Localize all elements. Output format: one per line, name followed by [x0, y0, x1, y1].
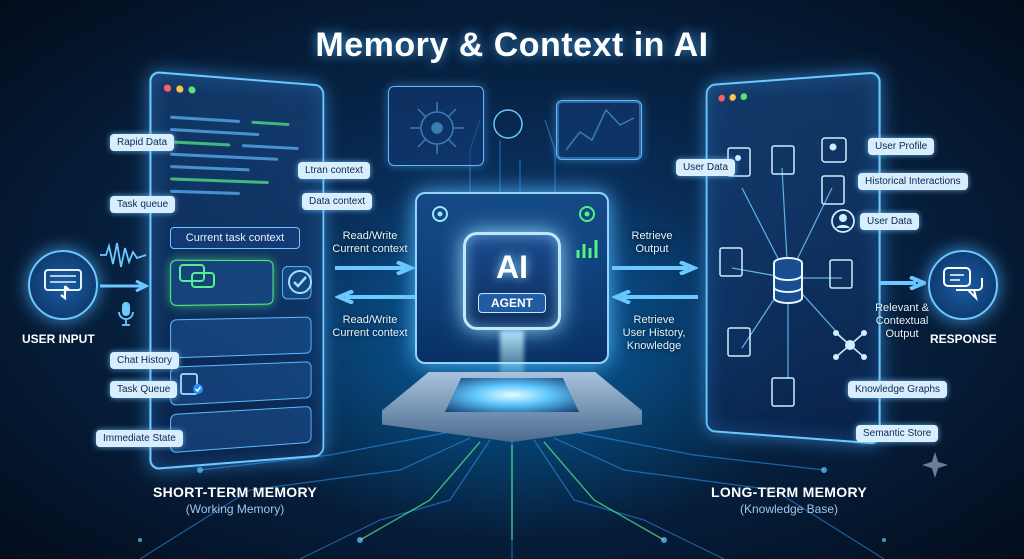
pill-immediate-state: Immediate State [96, 430, 183, 447]
gear-icon [432, 206, 448, 222]
arrow-retrieve-history [612, 290, 698, 304]
keyboard-hand-icon [44, 269, 82, 301]
neural-node-card [388, 86, 484, 166]
clipboard-icon [180, 373, 203, 395]
processor-glow [445, 378, 579, 412]
arrow-read-write-in [335, 261, 415, 275]
ai-agent-chip: AI AGENT [463, 232, 561, 330]
arrow-response [880, 276, 926, 290]
user-icon [831, 209, 855, 233]
response-label: RESPONSE [930, 332, 997, 346]
ai-label: AI [496, 249, 528, 285]
user-input-label: USER INPUT [22, 332, 95, 346]
flow-relevant-output: Relevant & Contextual Output [875, 302, 929, 340]
pill-semantic-store: Semantic Store [856, 425, 939, 442]
microphone-icon [118, 302, 134, 326]
long-term-memory-subtitle: (Knowledge Base) [739, 502, 839, 516]
check-icon [288, 270, 312, 294]
pill-user-profile: User Profile [868, 138, 935, 155]
page-title: Memory & Context in AI [315, 26, 709, 64]
pill-data-context: Data context [302, 193, 373, 210]
bar-chart-icon [576, 240, 598, 258]
short-term-memory-title: SHORT-TERM MEMORY [152, 484, 318, 500]
pill-chat-history: Chat History [110, 352, 180, 369]
graph-node-icon [833, 330, 867, 360]
pill-user-data: User Data [676, 159, 736, 176]
waveform-icon [100, 242, 147, 268]
pill-ltran-context: Ltran context [298, 162, 370, 179]
database-icon [773, 257, 803, 304]
analytics-card [556, 100, 642, 160]
pill-task-queue: Task queue [110, 196, 176, 213]
arrow-input-right [100, 280, 150, 292]
window-controls [718, 92, 748, 102]
user-input-circle [28, 250, 98, 320]
short-term-memory-subtitle: (Working Memory) [185, 502, 285, 516]
long-term-memory-title: LONG-TERM MEMORY [711, 484, 867, 500]
settings-icon [579, 206, 595, 222]
response-circle [928, 250, 998, 320]
agent-label: AGENT [478, 293, 546, 313]
chat-icon [179, 264, 215, 288]
immediate-state-card [170, 405, 312, 454]
arrow-retrieve-output [612, 261, 698, 275]
arrow-read-write-out [335, 290, 415, 304]
chat-history-card [170, 316, 312, 359]
pill-task-queue-2: Task Queue [110, 381, 178, 398]
flow-retrieve-output: Retrieve Output [631, 230, 673, 255]
pill-user-data-2: User Data [860, 213, 920, 230]
pill-knowledge-graphs: Knowledge Graphs [848, 381, 948, 398]
flow-read-write-in: Read/Write Current context [332, 230, 408, 255]
flow-retrieve-history: Retrieve User History, Knowledge [622, 314, 686, 352]
window-controls [163, 84, 196, 94]
current-task-context-bar: Current task context [170, 227, 300, 249]
chat-bubbles-icon [943, 267, 983, 302]
pill-historical-interactions: Historical Interactions [858, 173, 968, 190]
flow-read-write-out: Read/Write Current context [332, 314, 408, 339]
pill-rapid-data: Rapid Data [110, 134, 175, 151]
